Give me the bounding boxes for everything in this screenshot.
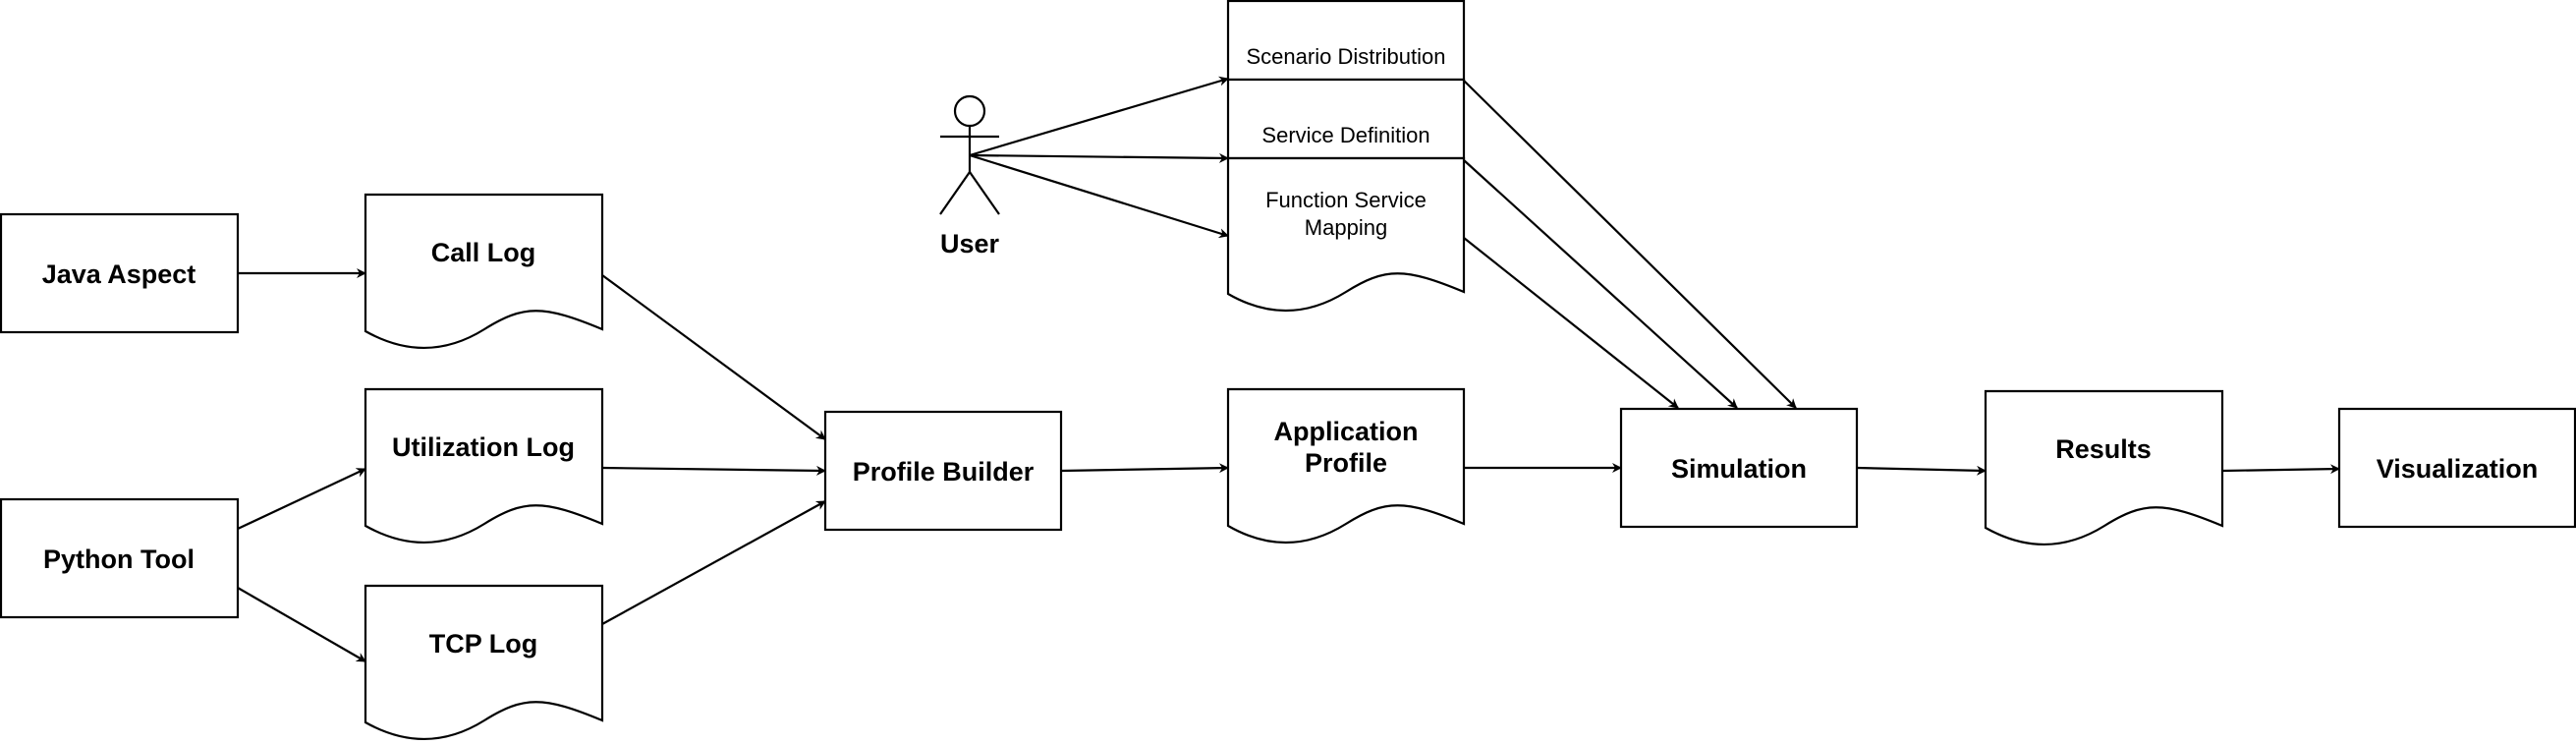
- node-application-profile-label-line-1: Application: [1274, 417, 1419, 446]
- node-application-profile: Application Profile: [1226, 387, 1466, 544]
- node-call-log: Call Log: [364, 193, 604, 350]
- edge-simulation-to-results: [1856, 465, 1987, 476]
- node-results: Results: [1984, 389, 2224, 546]
- node-application-profile-label-line-2: Profile: [1305, 448, 1387, 478]
- node-service-definition: Service Definition: [1226, 78, 1466, 160]
- edge-user-to-function-service-mapping: [969, 153, 1229, 239]
- edge-user-to-service-definition: [969, 152, 1229, 163]
- node-java-aspect-label: Java Aspect: [42, 259, 196, 289]
- edge-function-service-mapping-to-simulation: [1463, 237, 1679, 409]
- node-scenario-distribution: Scenario Distribution: [1226, 0, 1466, 82]
- edge-utilization-log-to-profile-builder: [601, 465, 826, 476]
- node-call-log-label: Call Log: [431, 238, 536, 267]
- node-function-service-mapping-label-line-1: Function Service: [1265, 188, 1427, 212]
- node-profile-builder: Profile Builder: [823, 410, 1063, 532]
- node-visualization-label: Visualization: [2377, 454, 2539, 484]
- node-python-tool-label: Python Tool: [43, 544, 195, 574]
- edge-scenario-distribution-to-simulation: [1463, 80, 1797, 409]
- node-tcp-log-label: TCP Log: [429, 629, 538, 659]
- edge-python-tool-to-tcp-log: [237, 587, 366, 662]
- node-function-service-mapping-label-line-2: Mapping: [1305, 215, 1387, 240]
- node-profile-builder-label: Profile Builder: [853, 457, 1035, 487]
- node-java-aspect: Java Aspect: [0, 212, 240, 334]
- node-simulation-label: Simulation: [1671, 454, 1807, 484]
- node-function-service-mapping: Function Service Mapping: [1226, 156, 1466, 313]
- edge-results-to-visualization: [2221, 464, 2340, 475]
- node-service-definition-label: Service Definition: [1261, 123, 1429, 147]
- edge-service-definition-to-simulation: [1463, 159, 1738, 409]
- edge-user-to-scenario-distribution: [969, 76, 1229, 157]
- node-visualization: Visualization: [2337, 407, 2576, 529]
- node-utilization-log: Utilization Log: [364, 387, 604, 544]
- node-tcp-log: TCP Log: [364, 584, 604, 741]
- user-label: User: [940, 229, 1000, 258]
- node-python-tool: Python Tool: [0, 497, 240, 619]
- edges: [237, 76, 2340, 662]
- node-utilization-log-label: Utilization Log: [392, 432, 575, 462]
- node-simulation: Simulation: [1619, 407, 1859, 529]
- edge-python-tool-to-utilization-log: [237, 468, 366, 530]
- user-actor-icon: [939, 94, 1000, 215]
- node-results-label: Results: [2055, 434, 2152, 464]
- node-scenario-distribution-label: Scenario Distribution: [1247, 44, 1446, 69]
- edge-call-log-to-profile-builder: [601, 274, 826, 440]
- edge-tcp-log-to-profile-builder: [601, 500, 826, 625]
- edge-profile-builder-to-application-profile: [1060, 463, 1229, 474]
